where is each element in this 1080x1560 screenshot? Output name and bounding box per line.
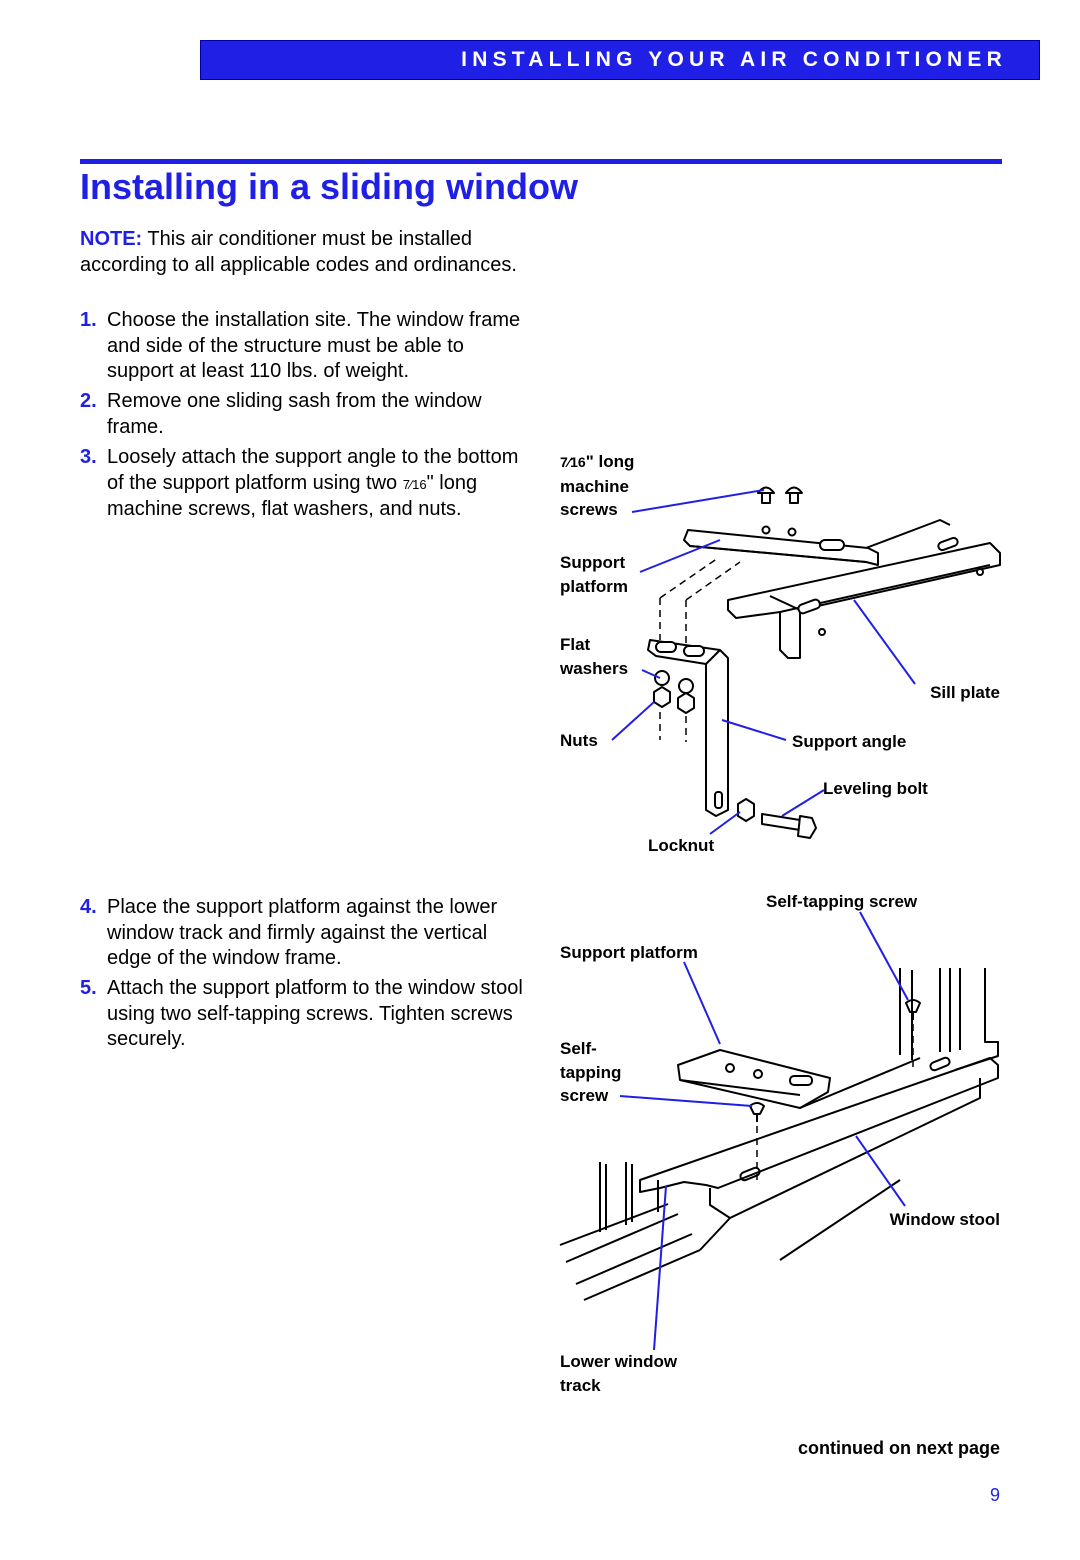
label-leveling-bolt: Leveling bolt <box>823 779 928 798</box>
step-text: Attach the support platform to the windo… <box>107 977 523 1050</box>
label-self-tapping-screw: Self- tapping screw <box>560 1037 621 1108</box>
label-line: tapping <box>560 1062 622 1082</box>
section-banner-text: INSTALLING YOUR AIR CONDITIONER <box>461 48 1007 71</box>
label-line: track <box>560 1375 601 1395</box>
label-line: washers <box>560 658 629 678</box>
note-text: This air conditioner must be installed a… <box>80 228 517 276</box>
label-line: platform <box>560 576 628 596</box>
label-support-platform-2: Support platform <box>560 943 698 962</box>
step-number: 1. <box>80 309 97 331</box>
step-number: 3. <box>80 446 97 468</box>
step-5: 5. Attach the support platform to the wi… <box>80 976 525 1053</box>
screw-guide-lines <box>756 1024 914 1180</box>
step-text: Place the support platform against the l… <box>107 896 498 969</box>
step-4: 4. Place the support platform against th… <box>80 895 525 972</box>
step-text: Choose the installation site. The window… <box>107 309 521 382</box>
label-leader-lines <box>611 489 916 1351</box>
label-locknut: Locknut <box>648 836 715 855</box>
step-text: Loosely attach the support angle to the … <box>80 445 525 523</box>
page-title: Installing in a sliding window <box>80 166 579 207</box>
fraction: 7⁄16 <box>402 476 427 492</box>
label-support-angle: Support angle <box>792 732 907 751</box>
label-sill-plate: Sill plate <box>930 683 1000 702</box>
page-number: 9 <box>989 1485 1000 1505</box>
label-lower-window-track: Lower window track <box>560 1350 677 1397</box>
step-1: 1. Choose the installation site. The win… <box>80 308 525 385</box>
label-line: Flat <box>560 635 591 654</box>
fraction: 7⁄16 <box>560 454 586 470</box>
step-number: 2. <box>80 390 97 412</box>
label-line: screws <box>560 500 618 519</box>
step-number: 5. <box>80 977 97 999</box>
step-2: 2. Remove one sliding sash from the wind… <box>80 389 525 440</box>
support-assembly-drawing <box>647 486 1001 839</box>
label-line: screw <box>560 1086 609 1105</box>
section-banner: INSTALLING YOUR AIR CONDITIONER <box>200 40 1040 80</box>
label-window-stool: Window stool <box>889 1210 1000 1229</box>
label-support-platform: Support platform <box>560 551 628 598</box>
label-line: Self- <box>560 1039 597 1058</box>
step-3: 3. Loosely attach the support angle to t… <box>80 445 525 523</box>
continued-note: continued on next page <box>797 1438 1000 1458</box>
step-text-b: " long machine screws, flat washers, and… <box>107 471 478 521</box>
note-paragraph: NOTE: This air conditioner must be insta… <box>80 227 525 278</box>
label-nuts: Nuts <box>560 731 598 750</box>
window-installation-drawing <box>559 968 999 1301</box>
assembly-guide-lines <box>659 557 741 742</box>
step-number: 4. <box>80 896 97 918</box>
label-line: Lower window <box>560 1352 678 1371</box>
title-rule <box>80 159 1002 164</box>
note-label: NOTE: <box>80 228 143 250</box>
label-self-tapping-screw-top: Self-tapping screw <box>766 892 918 911</box>
label-machine-screws: 7⁄16" long machine screws <box>560 450 634 522</box>
label-line: machine <box>560 476 629 496</box>
step-text: Remove one sliding sash from the window … <box>107 390 482 438</box>
label-line: " long <box>585 452 635 471</box>
label-flat-washers: Flat washers <box>560 633 628 680</box>
label-line: Support <box>560 553 626 572</box>
step-text-a: Loosely attach the support angle to the … <box>107 446 519 494</box>
